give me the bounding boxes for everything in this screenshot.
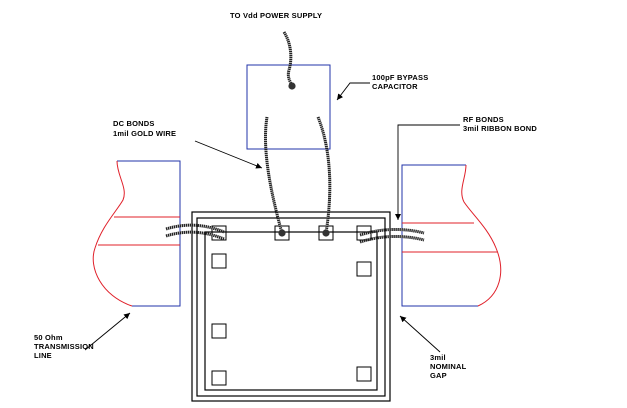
dc-bond-wires bbox=[264, 31, 332, 237]
right-ribbon-bond-top bbox=[359, 227, 425, 237]
rf-ribbon-bonds bbox=[165, 223, 425, 244]
bond-pad bbox=[356, 366, 372, 382]
bond-pad bbox=[356, 261, 372, 277]
dc-bond-ball-left bbox=[278, 229, 286, 237]
capacitor-label-line2: CAPACITOR bbox=[372, 82, 418, 91]
left-ribbon-bond-top bbox=[165, 223, 225, 234]
bond-pad bbox=[211, 253, 227, 269]
gap-label-line2: NOMINAL bbox=[430, 362, 467, 371]
dc-bond-ball-right bbox=[322, 229, 330, 237]
die-outline bbox=[204, 231, 378, 391]
dc-bond-wire-left bbox=[264, 116, 284, 234]
dc-bonds-label-line2: 1mil GOLD WIRE bbox=[113, 129, 176, 138]
gap-leader-arrow bbox=[399, 315, 441, 353]
right-ribbon-bond-bottom bbox=[359, 234, 425, 244]
dc-bonds-leader-arrow bbox=[194, 140, 263, 169]
rf-bonds-leader-arrow bbox=[395, 124, 460, 220]
carrier-outer-outline bbox=[191, 211, 391, 402]
rf-bonds-label-line2: 3mil RIBBON BOND bbox=[463, 124, 537, 133]
capacitor-label-line1: 100pF BYPASS bbox=[372, 73, 428, 82]
supply-wire bbox=[282, 31, 294, 87]
tline-label-line3: LINE bbox=[34, 351, 52, 360]
dc-bond-wire-right bbox=[316, 116, 332, 234]
right-transmission-line bbox=[401, 164, 502, 307]
power-supply-label: TO Vdd POWER SUPPLY bbox=[230, 11, 322, 20]
left-transmission-line bbox=[92, 160, 181, 307]
tline-label-line2: TRANSMISSION bbox=[34, 342, 94, 351]
gap-label-line1: 3mil bbox=[430, 353, 446, 362]
dc-bonds-label-line1: DC BONDS bbox=[113, 119, 155, 128]
bond-pad bbox=[211, 323, 227, 339]
tline-label-line1: 50 Ohm bbox=[34, 333, 63, 342]
tline-leader-arrow bbox=[84, 312, 131, 351]
bond-pads bbox=[211, 225, 372, 386]
bond-pad bbox=[211, 225, 227, 241]
bypass-capacitor bbox=[246, 64, 331, 150]
gap-label-line3: GAP bbox=[430, 371, 447, 380]
right-tline-flare bbox=[461, 164, 502, 307]
carrier-inner-outline bbox=[196, 217, 386, 397]
left-tline-flare bbox=[92, 160, 133, 307]
supply-bond-ball bbox=[288, 82, 296, 90]
right-tline-edge bbox=[401, 164, 478, 307]
capacitor-leader-arrow bbox=[336, 82, 370, 101]
bond-pad bbox=[274, 225, 290, 241]
bond-pad bbox=[211, 370, 227, 386]
rf-bonds-label-line1: RF BONDS bbox=[463, 115, 504, 124]
left-ribbon-bond-bottom bbox=[165, 230, 225, 241]
